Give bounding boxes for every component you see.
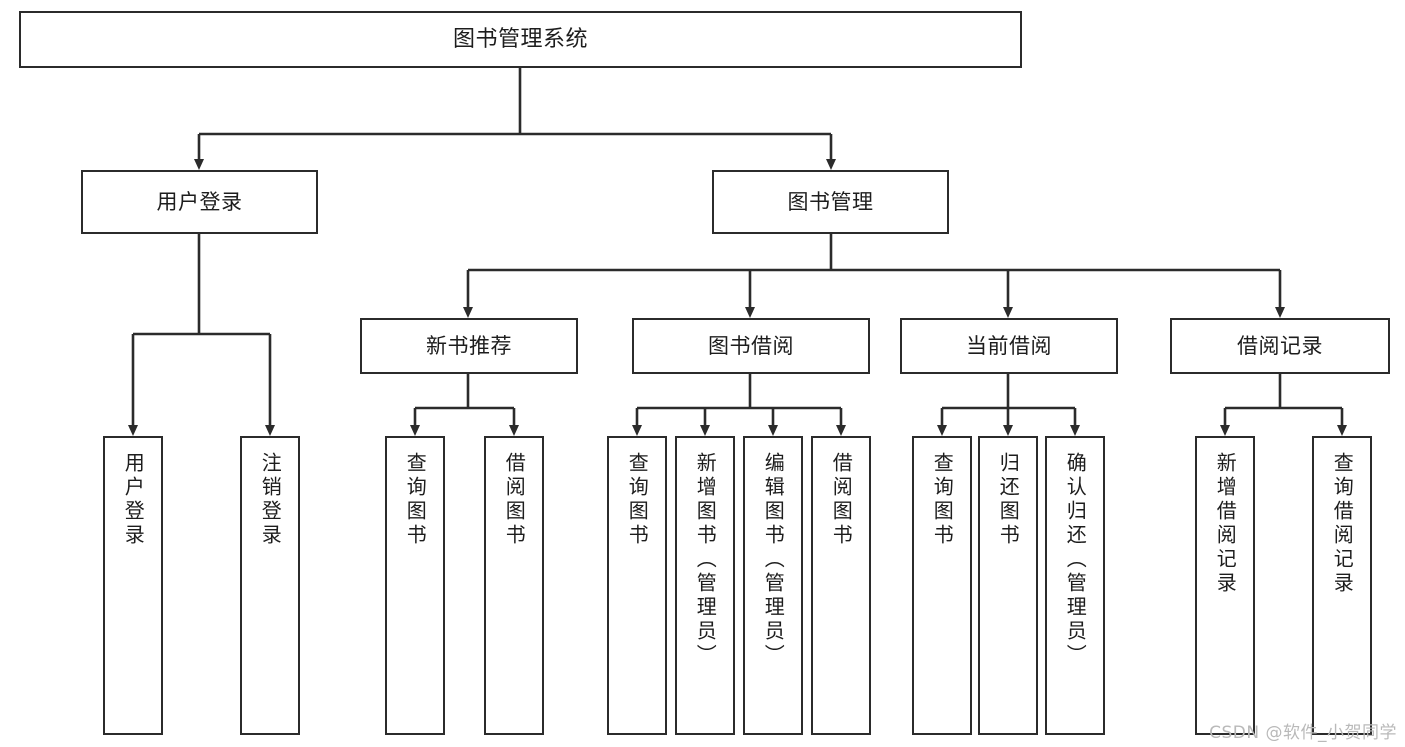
leaf-borrow-add-book-admin[interactable]: 新增图书（管理员） xyxy=(675,436,735,735)
node-label: 借阅记录 xyxy=(1237,333,1323,358)
node-label: 注销登录 xyxy=(258,452,283,548)
node-label: 用户登录 xyxy=(121,452,146,548)
leaf-record-query-record[interactable]: 查询借阅记录 xyxy=(1312,436,1372,735)
node-label: 新增借阅记录 xyxy=(1213,452,1238,596)
node-current-borrow[interactable]: 当前借阅 xyxy=(900,318,1118,374)
node-label: 新书推荐 xyxy=(426,333,512,358)
node-label: 查询图书 xyxy=(625,452,650,548)
leaf-borrow-edit-book-admin[interactable]: 编辑图书（管理员） xyxy=(743,436,803,735)
leaf-current-return-book[interactable]: 归还图书 xyxy=(978,436,1038,735)
node-label: 借阅图书 xyxy=(502,452,527,548)
leaf-new-book-borrow[interactable]: 借阅图书 xyxy=(484,436,544,735)
node-label: 当前借阅 xyxy=(966,333,1052,358)
node-label: 归还图书 xyxy=(996,452,1021,548)
node-label: 用户登录 xyxy=(156,189,243,214)
node-label: 图书管理系统 xyxy=(452,26,588,52)
node-book-management[interactable]: 图书管理 xyxy=(712,170,949,234)
leaf-borrow-borrow-book[interactable]: 借阅图书 xyxy=(811,436,871,735)
node-label: 查询借阅记录 xyxy=(1330,452,1355,596)
node-label: 查询图书 xyxy=(403,452,428,548)
leaf-user-login-logout[interactable]: 注销登录 xyxy=(240,436,300,735)
leaf-user-login-login[interactable]: 用户登录 xyxy=(103,436,163,735)
node-label: 图书管理 xyxy=(787,189,874,214)
node-label: 新增图书（管理员） xyxy=(693,452,718,668)
leaf-record-add-record[interactable]: 新增借阅记录 xyxy=(1195,436,1255,735)
node-book-borrow[interactable]: 图书借阅 xyxy=(632,318,870,374)
node-borrow-record[interactable]: 借阅记录 xyxy=(1170,318,1390,374)
leaf-current-confirm-return-admin[interactable]: 确认归还（管理员） xyxy=(1045,436,1105,735)
leaf-new-book-query[interactable]: 查询图书 xyxy=(385,436,445,735)
leaf-current-query-book[interactable]: 查询图书 xyxy=(912,436,972,735)
node-label: 图书借阅 xyxy=(708,333,794,358)
leaf-borrow-query-book[interactable]: 查询图书 xyxy=(607,436,667,735)
node-new-book-recommend[interactable]: 新书推荐 xyxy=(360,318,578,374)
node-label: 编辑图书（管理员） xyxy=(761,452,786,668)
node-label: 借阅图书 xyxy=(829,452,854,548)
node-user-login[interactable]: 用户登录 xyxy=(81,170,318,234)
node-label: 查询图书 xyxy=(930,452,955,548)
node-label: 确认归还（管理员） xyxy=(1063,452,1088,668)
csdn-watermark: CSDN @软件_小贺同学 xyxy=(1209,723,1397,743)
node-root-system[interactable]: 图书管理系统 xyxy=(19,11,1022,68)
